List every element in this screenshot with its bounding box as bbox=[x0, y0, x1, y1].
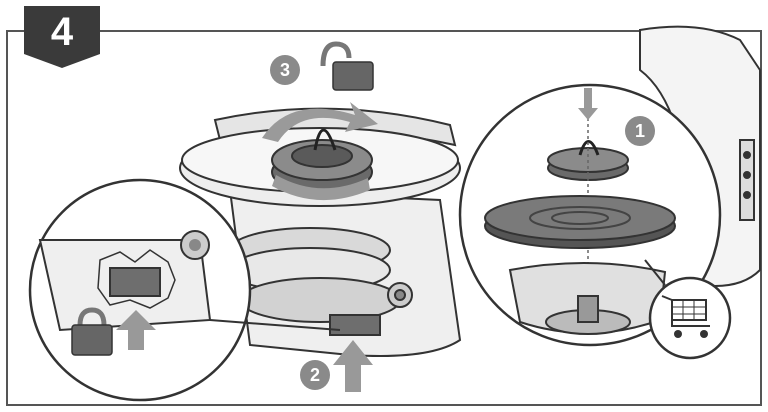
callout-2: 2 bbox=[300, 360, 330, 390]
step-number: 4 bbox=[22, 10, 102, 54]
step-badge: 4 bbox=[22, 4, 102, 70]
unlock-icon bbox=[323, 44, 373, 90]
gear-housing bbox=[230, 190, 460, 356]
callout-1: 1 bbox=[625, 116, 655, 146]
callout-3: 3 bbox=[270, 55, 300, 85]
lock-button-detail bbox=[30, 180, 250, 400]
